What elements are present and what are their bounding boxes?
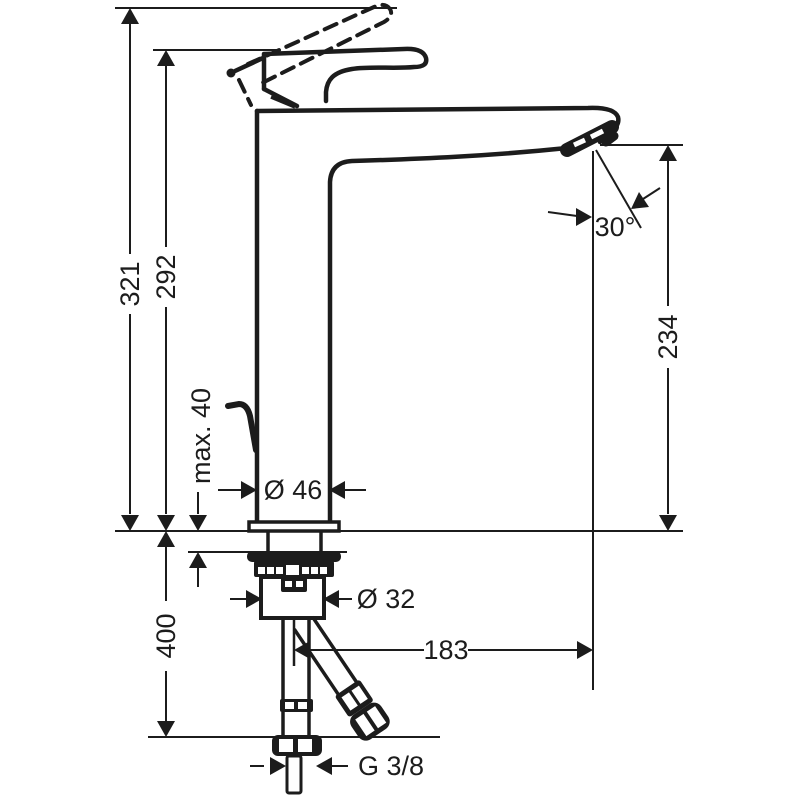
handle-lever [261, 46, 429, 104]
spout-underside-and-body-right [327, 145, 570, 525]
handle-chamfer [261, 86, 300, 109]
nut-clamp-slot-1 [285, 581, 292, 587]
dim-321-arrow-up [121, 8, 139, 24]
hose-band-slot-1 [285, 702, 294, 709]
mounting-washer [247, 551, 341, 562]
angle-leader-right [642, 187, 661, 200]
faucet-outline [225, 2, 621, 795]
dim-234-label: 234 [653, 314, 683, 359]
dim-183-label: 183 [423, 635, 468, 665]
hose-diagonal-end-slot-1 [355, 713, 375, 737]
nut-clamp [281, 577, 307, 592]
hose-diagonal-end-nut [350, 702, 390, 741]
hose-end-nut-slot-2 [298, 739, 312, 752]
handle-raised-dashed [246, 2, 394, 86]
handle-front-pin-tip [226, 68, 236, 78]
dim-d46-arrow-right [329, 481, 345, 499]
hose-diagonal-band [335, 680, 373, 717]
dimension-spout-angle: 30° [547, 149, 661, 242]
dim-292-label: 292 [151, 254, 181, 299]
dim-234-arrow-down [659, 515, 677, 531]
hose-end-nut-slot-1 [279, 739, 293, 752]
dim-max40-arrow-down [189, 515, 207, 531]
dim-d32-label: Ø 32 [357, 584, 416, 614]
dim-321-arrow-down [121, 515, 139, 531]
dim-max40-label: max. 40 [186, 388, 216, 484]
aerator-slot-1 [572, 137, 587, 148]
dim-400-arrow-up [157, 531, 175, 547]
dim-g38-arrow-right [316, 757, 332, 775]
dim-183-arrow-left [294, 641, 310, 659]
dimension-spout-reach: 183 [294, 635, 593, 665]
dimension-total-height: 321 [115, 8, 145, 531]
base-plate [247, 520, 341, 533]
dim-400-label: 400 [151, 613, 181, 658]
hose-connector-band [280, 699, 313, 712]
angle-leader-left [547, 211, 578, 217]
dim-183-arrow-right [577, 641, 593, 659]
dim-292-arrow-down [157, 515, 175, 531]
dim-d32-arrow-right [323, 590, 339, 608]
dim-30deg-label: 30° [595, 212, 636, 242]
aerator [560, 120, 619, 157]
dimension-body-diameter: Ø 46 [218, 475, 366, 505]
dim-292-arrow-up [157, 50, 175, 66]
dim-400-arrow-down [157, 721, 175, 737]
handle-chamfer-inner [270, 95, 296, 109]
handle-front-pin [232, 55, 266, 74]
aerator-slot-2 [589, 128, 605, 140]
dim-234-arrow-up [659, 145, 677, 161]
threaded-stud [285, 754, 303, 795]
hose-diagonal-end-slot-2 [366, 706, 387, 729]
dimension-connection-thread: G 3/8 [250, 751, 424, 781]
hose-diagonal [292, 615, 390, 741]
dimension-below-counter: 400 [151, 531, 181, 737]
hose-diagonal-band-slot-2 [351, 685, 368, 704]
angle-leg-line [595, 149, 642, 229]
dimension-spout-height: 234 [653, 145, 683, 531]
dimension-shank-diameter: Ø 32 [230, 584, 415, 614]
hose-diagonal-left [292, 628, 341, 697]
toothed-ring-slots [258, 565, 327, 575]
angle-arrow-left [576, 208, 592, 226]
hose-diagonal-band-slot-1 [341, 692, 358, 711]
angle-arrow-right [631, 192, 649, 209]
dim-321-label: 321 [115, 261, 145, 306]
spout-top-edge [254, 105, 621, 145]
handle-lowered-dashed [237, 78, 253, 107]
dim-g38-arrow-left [270, 757, 286, 775]
nut-clamp-slot-2 [296, 581, 303, 587]
dim-d46-label: Ø 46 [264, 475, 323, 505]
dimension-counter-thickness: max. 40 [186, 388, 216, 587]
dim-g38-label: G 3/8 [358, 751, 424, 781]
dim-d46-arrow-left [241, 481, 257, 499]
dim-max40-arrow-up [189, 552, 207, 568]
pop-up-rod [225, 400, 259, 453]
aerator-lip [601, 131, 619, 147]
hose-band-slot-2 [298, 702, 307, 709]
dim-d32-arrow-left [246, 590, 262, 608]
reference-lines [115, 7, 683, 738]
dimension-rest-height: 292 [151, 50, 181, 531]
